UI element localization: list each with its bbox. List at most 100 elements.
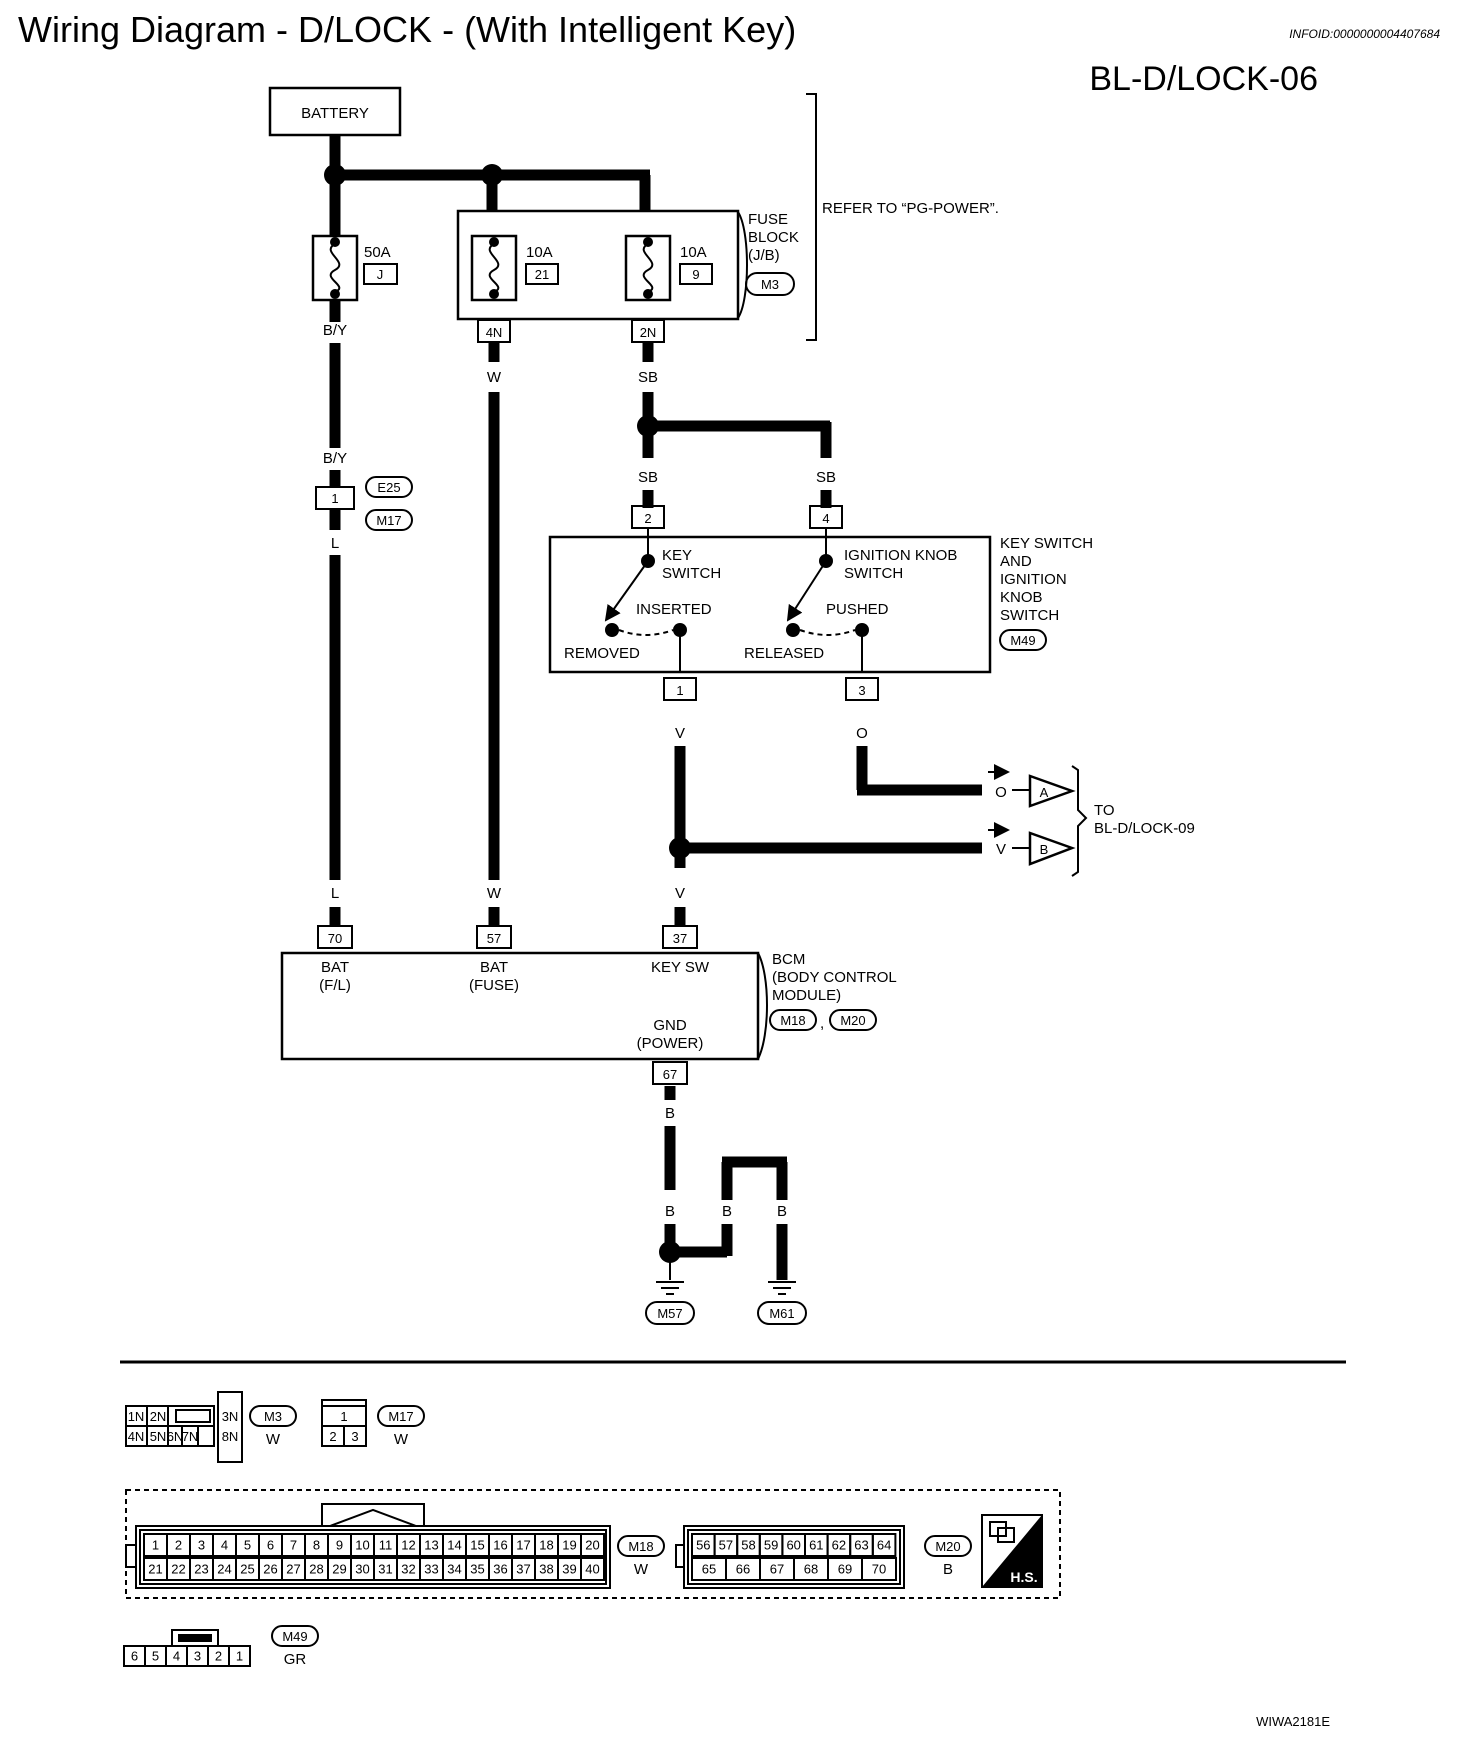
- pin-label: 2: [215, 1649, 222, 1664]
- svg-text:MODULE): MODULE): [772, 987, 841, 1004]
- wire-v-3: V: [996, 841, 1006, 858]
- svg-text:GND: GND: [653, 1017, 687, 1034]
- connector-view-m17: 1 2 3 M17 W: [321, 1399, 425, 1448]
- bcm-pin-37: [662, 925, 698, 949]
- wire-sb-1: SB: [638, 369, 658, 386]
- ground-symbol-m57: [656, 1262, 684, 1295]
- removed-label: REMOVED: [564, 645, 640, 662]
- pin-label: 9: [336, 1538, 343, 1553]
- pin-label: 5: [244, 1538, 251, 1553]
- pin-label: 39: [562, 1562, 576, 1577]
- pin-label: 58: [741, 1538, 755, 1553]
- pin-label: 23: [194, 1562, 208, 1577]
- svg-text:M18: M18: [780, 1013, 805, 1028]
- svg-text:BCM: BCM: [772, 951, 805, 968]
- key-switch-line2: SWITCH: [662, 565, 721, 582]
- svg-text:M18: M18: [628, 1539, 653, 1554]
- pin-label: 63: [854, 1538, 868, 1553]
- pin-cell: [861, 1557, 897, 1581]
- svg-text:M17: M17: [388, 1409, 413, 1424]
- wire-l-2: L: [331, 885, 339, 902]
- pin-cell: [580, 1533, 605, 1557]
- pin-label: 1: [152, 1538, 159, 1553]
- wire-w-1: W: [487, 369, 502, 386]
- fuse-block-line1: FUSE: [748, 211, 788, 228]
- pin-label: 20: [585, 1538, 599, 1553]
- hs-badge: H.S.: [981, 1514, 1043, 1588]
- wire-w-2: W: [487, 885, 502, 902]
- inserted-label: INSERTED: [636, 601, 712, 618]
- svg-text:,: ,: [820, 1015, 824, 1032]
- to-target: BL-D/LOCK-09: [1094, 820, 1195, 837]
- svg-text:5N: 5N: [150, 1429, 167, 1444]
- pin-label: 17: [516, 1538, 530, 1553]
- fuse-main-id-box: [363, 263, 398, 285]
- svg-text:KEY SW: KEY SW: [651, 959, 710, 976]
- pin-label: 66: [736, 1562, 750, 1577]
- wire-b-4: B: [777, 1203, 787, 1220]
- m49-oval: [999, 629, 1047, 651]
- pin-label: 7: [290, 1538, 297, 1553]
- sw-pin-1: [663, 677, 697, 701]
- wire-b-1: B: [665, 1105, 675, 1122]
- svg-text:W: W: [634, 1561, 649, 1578]
- svg-text:57: 57: [487, 931, 501, 946]
- pin-label: 11: [379, 1538, 393, 1553]
- pin-label: 65: [702, 1562, 716, 1577]
- pin-label: 3: [194, 1649, 201, 1664]
- ign-switch-line2: SWITCH: [844, 565, 903, 582]
- off-page-b: [1028, 831, 1076, 866]
- to-label: TO: [1094, 802, 1115, 819]
- svg-text:6N: 6N: [167, 1429, 184, 1444]
- m17-oval: [365, 509, 413, 531]
- ign-switch-arm: [786, 560, 827, 622]
- svg-text:GR: GR: [284, 1651, 307, 1668]
- splice-v: [669, 837, 691, 859]
- pin-label: 36: [493, 1562, 507, 1577]
- svg-text:(POWER): (POWER): [637, 1035, 704, 1052]
- pin-label: 59: [764, 1538, 778, 1553]
- pin-label: 27: [286, 1562, 300, 1577]
- ground-m61-oval: [757, 1301, 807, 1325]
- pin-label: 34: [447, 1562, 461, 1577]
- e25-oval: [365, 476, 413, 498]
- figure-code: WIWA2181E: [1256, 1714, 1330, 1729]
- wire-sb-2: SB: [638, 469, 658, 486]
- pin-label: 61: [809, 1538, 823, 1553]
- svg-text:37: 37: [673, 931, 687, 946]
- wire-l-1: L: [331, 535, 339, 552]
- pin-label: 32: [401, 1562, 415, 1577]
- pin-label: 24: [217, 1562, 231, 1577]
- pin-label: 64: [877, 1538, 891, 1553]
- pin-label: 8: [313, 1538, 320, 1553]
- page-id: BL-D/LOCK-06: [1089, 60, 1318, 98]
- fuse-block-line3: (J/B): [748, 247, 780, 264]
- pin-label: 31: [378, 1562, 392, 1577]
- pin-label: 26: [263, 1562, 277, 1577]
- pin-label: 21: [148, 1562, 162, 1577]
- pin-label: 68: [804, 1562, 818, 1577]
- ground-m57-oval: [645, 1301, 695, 1325]
- bcm-pin-67: [652, 1061, 688, 1085]
- fuse-main-id: J: [377, 267, 384, 282]
- refer-bracket: [806, 93, 817, 341]
- svg-text:4: 4: [822, 511, 829, 526]
- svg-text:67: 67: [663, 1067, 677, 1082]
- pin-label: 60: [786, 1538, 800, 1553]
- svg-text:1: 1: [340, 1409, 347, 1424]
- svg-text:A: A: [1040, 785, 1049, 800]
- pin-label: 3: [198, 1538, 205, 1553]
- svg-text:(F/L): (F/L): [319, 977, 351, 994]
- pin-label: 28: [309, 1562, 323, 1577]
- ign-switch-line1: IGNITION KNOB: [844, 547, 957, 564]
- svg-text:3: 3: [858, 683, 865, 698]
- pin-label: 10: [355, 1538, 369, 1553]
- svg-text:BAT: BAT: [321, 959, 349, 976]
- pin-label: 57: [719, 1538, 733, 1553]
- m20-oval: [829, 1009, 877, 1031]
- bcm-pin-57: [476, 925, 512, 949]
- wire-b-3: B: [722, 1203, 732, 1220]
- pin-label: 14: [447, 1538, 461, 1553]
- svg-text:3: 3: [351, 1429, 358, 1444]
- fuse-block-conn: M3: [761, 277, 779, 292]
